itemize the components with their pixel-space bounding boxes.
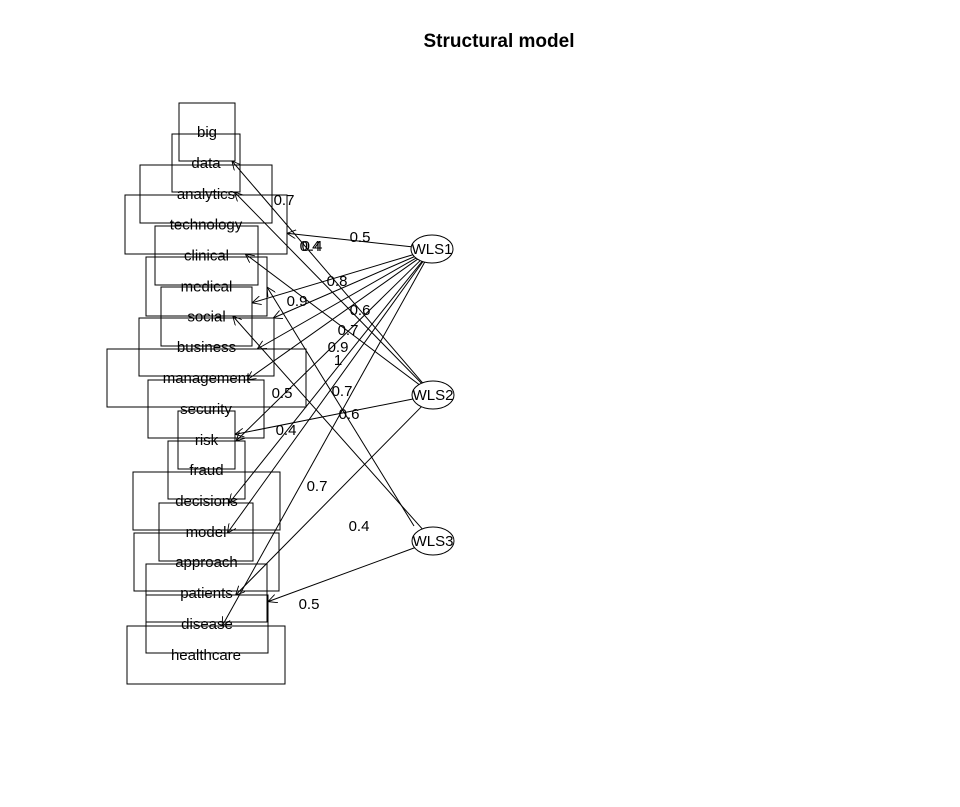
edge-weight-label: 0.5 — [299, 596, 320, 613]
edge-weight-label: 0.6 — [350, 302, 371, 319]
indicator-box-approach — [133, 532, 280, 592]
diagram-title: Structural model — [424, 31, 575, 52]
edge-wls2-risk — [235, 398, 413, 434]
edge-weight-label: 0.9 — [328, 339, 349, 356]
indicator-box-security — [147, 379, 265, 439]
indicator-label-healthcare: healthcare — [171, 647, 241, 664]
indicator-box-disease — [145, 594, 269, 654]
indicator-label-approach: approach — [175, 554, 238, 571]
indicator-box-decisions — [132, 471, 281, 531]
edge-weight-label: 0.7 — [274, 192, 295, 209]
edge-wls1-fraud — [236, 260, 421, 441]
edge-wls1-technology — [287, 233, 412, 248]
latent-label-wls2: WLS2 — [413, 387, 454, 404]
edge-weight-label: 0.7 — [332, 383, 353, 400]
indicator-box-clinical — [154, 225, 259, 286]
edge-weight-label: 0.5 — [272, 385, 293, 402]
edge-weight-label: 0.4 — [300, 238, 321, 255]
indicator-label-management: management — [163, 370, 251, 387]
edge-wls3-medical — [233, 316, 423, 530]
latent-label-wls3: WLS3 — [413, 533, 454, 550]
indicator-label-patients: patients — [180, 585, 233, 602]
indicator-label-social: social — [187, 309, 225, 326]
indicator-box-healthcare — [126, 625, 286, 685]
edge-wls1-business — [273, 256, 415, 318]
indicator-label-business: business — [177, 339, 236, 356]
latent-ellipse-wls2 — [411, 380, 455, 410]
edge-weight-label: 0.4 — [302, 238, 323, 255]
edge-weight-label: 0.4 — [349, 518, 370, 535]
indicator-box-business — [138, 317, 275, 377]
indicator-box-risk — [177, 410, 236, 470]
edge-weight-label: 0.4 — [276, 422, 297, 439]
indicator-label-fraud: fraud — [189, 462, 223, 479]
edge-weight-label: 1 — [334, 352, 342, 369]
edge-wls2-technology — [245, 254, 420, 385]
indicator-label-clinical: clinical — [184, 248, 229, 265]
edge-wls1-management — [257, 257, 417, 349]
edge-weight-label: 0.6 — [339, 406, 360, 423]
indicator-label-big: big — [197, 124, 217, 141]
indicator-label-decisions: decisions — [175, 493, 238, 510]
latent-ellipse-wls1 — [410, 234, 454, 264]
edge-wls1-healthcare — [222, 261, 426, 626]
edge-weight-label: 0.5 — [350, 229, 371, 246]
indicator-label-data: data — [191, 155, 221, 172]
indicator-box-management — [106, 348, 307, 408]
edge-weight-label: 0.9 — [287, 293, 308, 310]
indicator-box-technology — [124, 194, 288, 255]
indicator-box-big — [178, 102, 236, 162]
latent-label-wls1: WLS1 — [412, 241, 453, 258]
indicator-box-model — [158, 502, 254, 562]
edge-weight-label: 0.7 — [338, 322, 359, 339]
indicator-label-disease: disease — [181, 616, 233, 633]
edge-wls2-big — [232, 161, 423, 384]
indicator-box-analytics — [139, 164, 273, 224]
indicator-box-fraud — [167, 440, 246, 500]
indicator-box-data — [171, 133, 241, 193]
edge-wls1-social — [252, 254, 413, 303]
edge-wls1-approach — [227, 261, 424, 533]
indicator-box-medical — [145, 256, 268, 317]
edge-labels-layer: 0.50.90.70.910.70.60.70.40.70.40.80.40.6… — [272, 192, 371, 613]
indicator-box-social — [160, 286, 253, 347]
indicator-label-technology: technology — [170, 217, 243, 234]
edge-wls2-data — [234, 192, 422, 384]
edge-weight-label: 0.7 — [307, 478, 328, 495]
nodes-layer: bigdataanalyticstechnologyclinicalmedica… — [106, 102, 455, 685]
edge-wls3-disease — [268, 547, 415, 602]
indicator-label-security: security — [180, 401, 232, 418]
indicator-box-patients — [145, 563, 268, 623]
edge-wls3-medical-path — [267, 287, 415, 527]
latent-ellipse-wls3 — [411, 526, 455, 556]
edge-weight-label: 0.8 — [327, 273, 348, 290]
